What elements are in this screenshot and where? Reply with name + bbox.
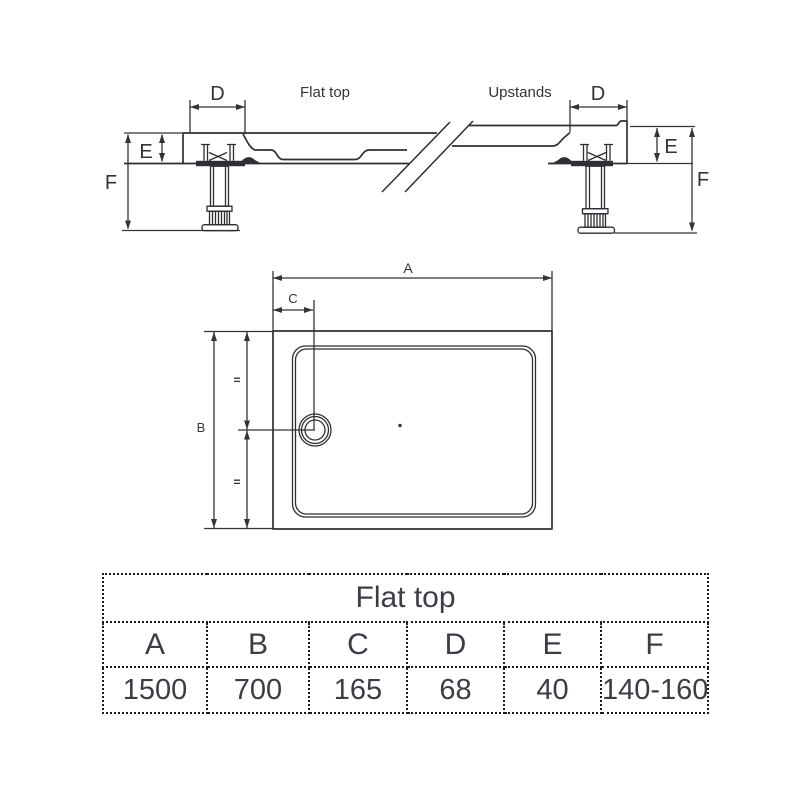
table-value-row: 1500 700 165 68 40 140-160 xyxy=(102,666,710,714)
value-c: 165 xyxy=(308,666,408,714)
dim-label-e-left: E xyxy=(139,141,152,163)
equals-mark-lower: = xyxy=(233,475,240,489)
adjustable-foot-right xyxy=(577,165,616,234)
tray-outline xyxy=(272,330,553,530)
value-d: 68 xyxy=(406,666,505,714)
tray-profile-right xyxy=(452,120,628,165)
col-header-c: C xyxy=(308,621,408,668)
col-header-f: F xyxy=(599,621,710,668)
value-f: 140-160 xyxy=(599,666,710,714)
col-header-e: E xyxy=(503,621,602,668)
table-title: Flat top xyxy=(101,573,710,623)
dimension-lines-plan xyxy=(204,271,553,530)
side-elevation-view: D D Flat top Upstands E E F F xyxy=(105,83,709,234)
dim-label-a: A xyxy=(403,260,413,276)
foot-mount-right xyxy=(550,143,613,167)
flat-top-label: Flat top xyxy=(300,84,350,101)
dim-label-f-left: F xyxy=(105,172,117,194)
col-header-d: D xyxy=(406,621,505,668)
table-title-row: Flat top xyxy=(101,573,710,623)
tray-inner-edge xyxy=(291,345,537,518)
adjustable-foot-left xyxy=(201,165,239,232)
dim-label-f-right: F xyxy=(697,169,709,191)
dim-label-d-right: D xyxy=(591,83,605,105)
break-lines xyxy=(381,120,474,193)
dim-label-d-left: D xyxy=(210,83,224,105)
equals-mark-upper: = xyxy=(233,373,240,387)
foot-mount-left xyxy=(196,143,263,167)
drain-waste xyxy=(298,413,332,447)
center-mark xyxy=(398,423,402,428)
col-header-b: B xyxy=(206,621,310,668)
dimension-table: Flat top A B C D E F 1500 700 165 68 40 … xyxy=(101,573,710,714)
dim-label-e-right: E xyxy=(664,136,677,158)
tray-profile-left xyxy=(124,132,437,165)
dim-label-c: C xyxy=(288,291,297,306)
table-header-row: A B C D E F xyxy=(102,621,710,668)
value-a: 1500 xyxy=(102,666,208,714)
dim-label-b: B xyxy=(197,420,206,435)
value-e: 40 xyxy=(503,666,602,714)
col-header-a: A xyxy=(102,621,208,668)
dimension-lines-side xyxy=(122,100,697,234)
value-b: 700 xyxy=(206,666,310,714)
upstands-label: Upstands xyxy=(488,84,551,101)
plan-view: A C B = = xyxy=(197,260,553,530)
